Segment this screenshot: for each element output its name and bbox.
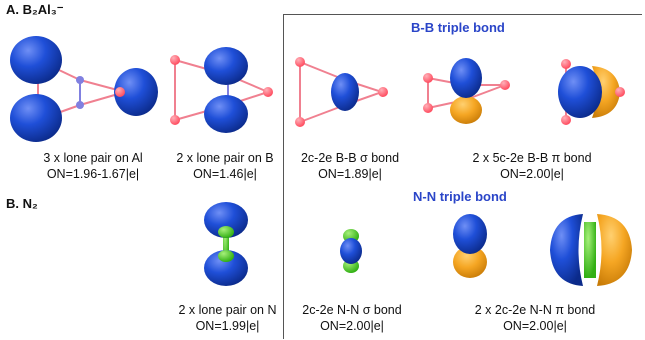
bb-sigma-orbital — [295, 57, 388, 127]
bonding-panel-frame — [283, 14, 642, 339]
n-lone-pair-line2: ON=1.99|e| — [195, 319, 260, 333]
b-lone-pair-caption: 2 x lone pair on B ON=1.46|e| — [165, 150, 285, 182]
al-lone-pair-line2: ON=1.96-1.67|e| — [46, 167, 140, 181]
nn-pi-orbital-2 — [550, 214, 632, 286]
section-b-label: B. N₂ — [6, 196, 38, 211]
al-lone-pair-caption: 3 x lone pair on Al ON=1.96-1.67|e| — [18, 150, 168, 182]
al-lone-pair-orbitals — [10, 36, 158, 142]
nn-pi-orbital-1 — [453, 214, 487, 278]
nn-pi-line1: 2 x 2c-2e N-N π bond — [474, 303, 596, 317]
nn-sigma-orbital — [340, 229, 362, 273]
bb-sigma-caption: 2c-2e B-B σ bond ON=1.89|e| — [290, 150, 410, 182]
nn-sigma-line1: 2c-2e N-N σ bond — [302, 303, 402, 317]
b-lone-pair-orbitals — [170, 47, 273, 133]
n-lone-pair-line1: 2 x lone pair on N — [178, 303, 277, 317]
bb-pi-line2: ON=2.00|e| — [500, 167, 564, 181]
bb-pi-line1: 2 x 5c-2e B-B π bond — [472, 151, 592, 165]
bb-pi-orbital-1 — [423, 58, 510, 124]
b-lone-pair-line2: ON=1.46|e| — [193, 167, 257, 181]
bb-triple-bond-heading: B-B triple bond — [411, 20, 505, 35]
bb-pi-caption: 2 x 5c-2e B-B π bond ON=2.00|e| — [452, 150, 612, 182]
n-lone-pair-caption: 2 x lone pair on N ON=1.99|e| — [165, 302, 290, 334]
bb-sigma-line1: 2c-2e B-B σ bond — [300, 151, 400, 165]
b-lone-pair-line1: 2 x lone pair on B — [176, 151, 274, 165]
nn-sigma-line2: ON=2.00|e| — [320, 319, 384, 333]
nn-pi-line2: ON=2.00|e| — [503, 319, 567, 333]
bb-sigma-line2: ON=1.89|e| — [318, 167, 382, 181]
al-lone-pair-line1: 3 x lone pair on Al — [43, 151, 143, 165]
nn-sigma-caption: 2c-2e N-N σ bond ON=2.00|e| — [292, 302, 412, 334]
nn-triple-bond-heading: N-N triple bond — [413, 189, 507, 204]
section-a-label: A. B₂Al₃⁻ — [6, 2, 64, 17]
n-lone-pair-orbitals — [204, 202, 248, 286]
nn-pi-caption: 2 x 2c-2e N-N π bond ON=2.00|e| — [455, 302, 615, 334]
bb-pi-orbital-2 — [558, 59, 625, 125]
